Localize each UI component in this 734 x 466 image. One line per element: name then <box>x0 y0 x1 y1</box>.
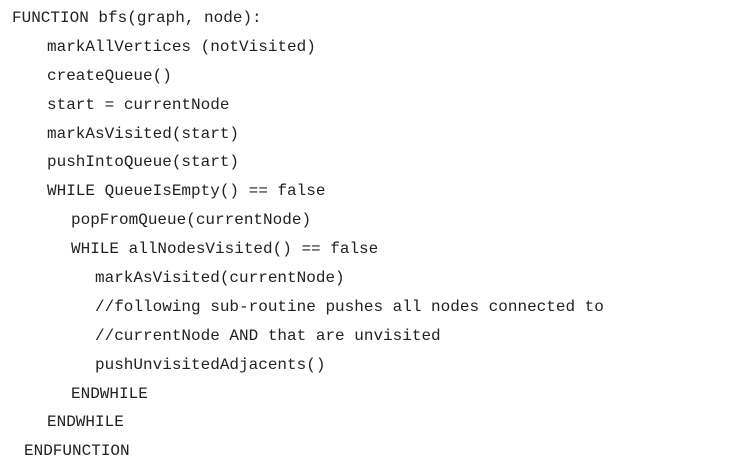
code-line-1: FUNCTION bfs(graph, node): <box>12 9 262 27</box>
code-line-5: markAsVisited(start) <box>47 124 240 143</box>
code-line-14: ENDWHILE <box>71 384 148 403</box>
code-line-11: //following sub-routine pushes all nodes… <box>95 297 604 316</box>
code-line-2: markAllVertices (notVisited) <box>47 37 316 56</box>
code-line-10: markAsVisited(currentNode) <box>95 269 345 288</box>
code-line-8: popFromQueue(currentNode) <box>71 211 312 230</box>
code-line-6: pushIntoQueue(start) <box>47 153 240 172</box>
code-line-7: WHILE QueueIsEmpty() == false <box>47 182 326 201</box>
code-line-4: start = currentNode <box>47 95 230 114</box>
code-line-13: pushUnvisitedAdjacents() <box>95 355 326 374</box>
code-line-12: //currentNode AND that are unvisited <box>95 326 441 345</box>
code-line-9: WHILE allNodesVisited() == false <box>71 240 379 259</box>
code-line-16: ENDFUNCTION <box>24 442 130 461</box>
code-line-3: createQueue() <box>47 66 172 85</box>
code-line-15: ENDWHILE <box>47 413 124 432</box>
